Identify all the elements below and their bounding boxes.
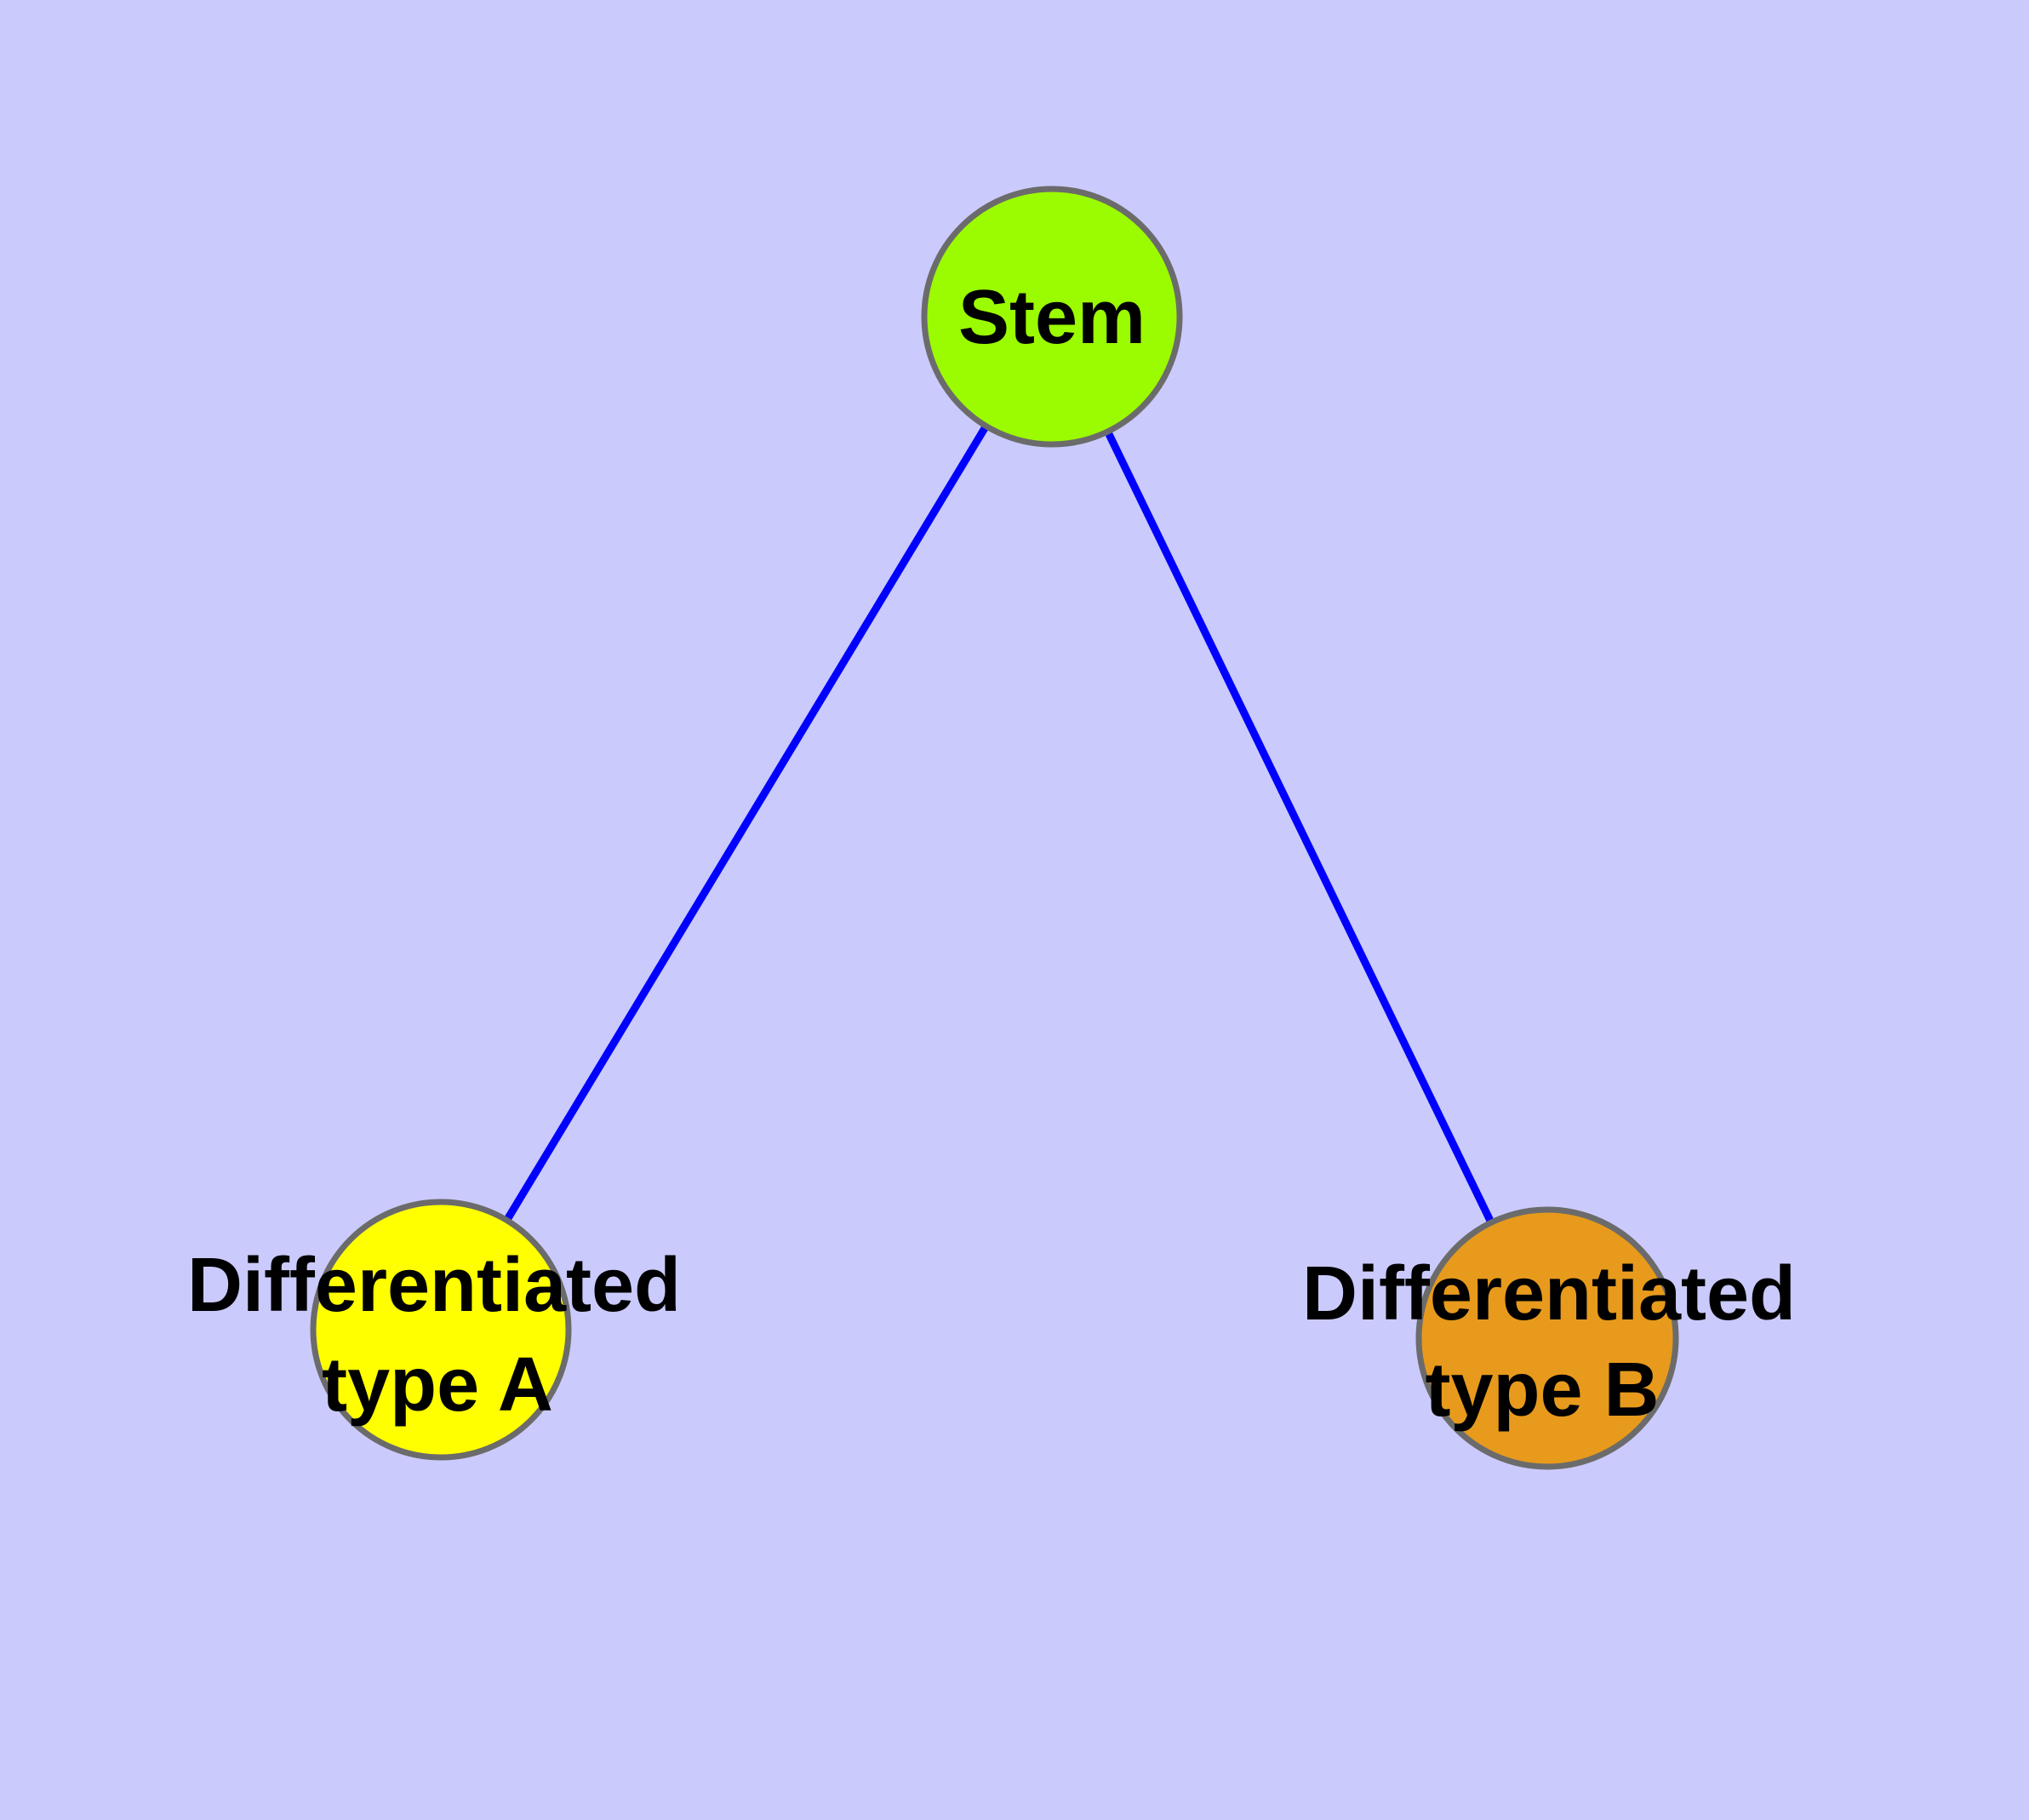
node-stem-circle[interactable]	[921, 186, 1183, 448]
edge-stem-to-type-a[interactable]	[505, 426, 988, 1221]
edge-layer	[505, 426, 1495, 1222]
node-type-b-circle[interactable]	[1415, 1206, 1679, 1470]
edge-stem-to-type-b[interactable]	[1105, 432, 1495, 1222]
node-type-a-circle[interactable]	[310, 1199, 572, 1461]
node-layer	[310, 186, 1679, 1470]
